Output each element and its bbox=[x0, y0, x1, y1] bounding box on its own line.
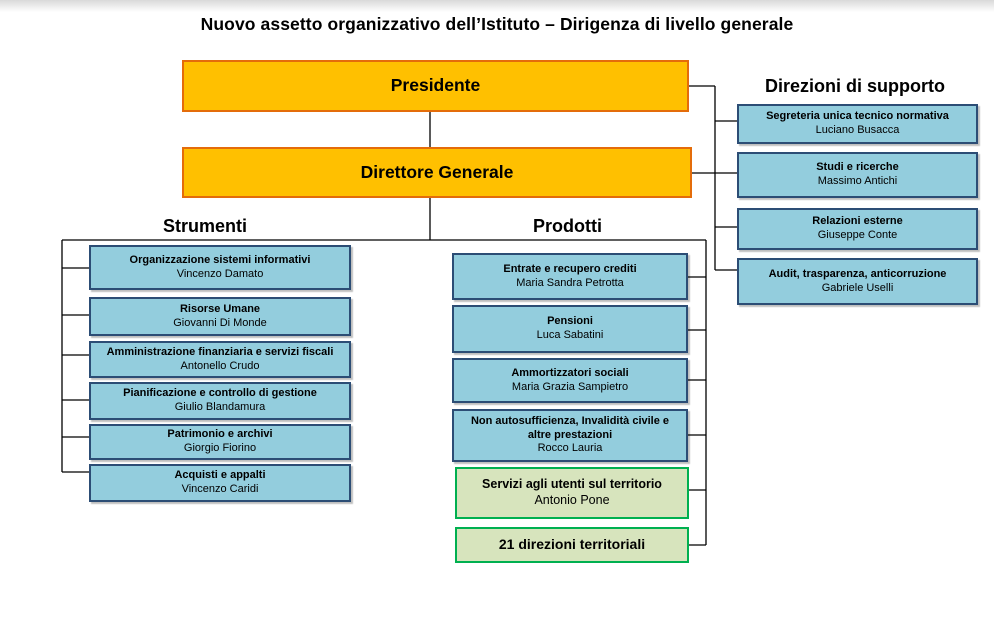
strumenti-box: Patrimonio e archivi Giorgio Fiorino bbox=[89, 424, 351, 460]
unit-person: Maria Grazia Sampietro bbox=[511, 380, 629, 393]
unit-name: Entrate e recupero crediti bbox=[503, 262, 637, 275]
unit-person: Vincenzo Damato bbox=[176, 267, 264, 280]
strumenti-box: Organizzazione sistemi informativi Vince… bbox=[89, 245, 351, 290]
strumenti-box: Pianificazione e controllo di gestione G… bbox=[89, 382, 351, 420]
prodotti-box: Pensioni Luca Sabatini bbox=[452, 305, 688, 353]
unit-person: Vincenzo Caridi bbox=[181, 483, 259, 495]
presidente-label: Presidente bbox=[390, 75, 481, 96]
unit-name: Non autosufficienza, Invalidità civile e… bbox=[470, 414, 670, 441]
supporto-box: Studi e ricerche Massimo Antichi bbox=[737, 152, 978, 198]
unit-person: Massimo Antichi bbox=[817, 175, 898, 187]
unit-name: Pensioni bbox=[547, 315, 593, 328]
unit-name: Patrimonio e archivi bbox=[167, 428, 273, 441]
prodotti-box: Entrate e recupero crediti Maria Sandra … bbox=[452, 253, 688, 300]
unit-name: Pianificazione e controllo di gestione bbox=[123, 387, 317, 400]
unit-person: Antonello Crudo bbox=[180, 359, 260, 372]
prodotti-title: Prodotti bbox=[533, 216, 602, 236]
unit-person: Giovanni Di Monde bbox=[173, 316, 267, 329]
unit-name: Studi e ricerche bbox=[816, 161, 899, 174]
unit-name: 21 direzioni territoriali bbox=[498, 536, 646, 553]
unit-person: Maria Sandra Petrotta bbox=[516, 276, 624, 289]
unit-person: Giorgio Fiorino bbox=[183, 442, 257, 454]
unit-person: Giulio Blandamura bbox=[174, 401, 266, 413]
direttore-generale-box: Direttore Generale bbox=[182, 147, 692, 198]
unit-person: Antonio Pone bbox=[534, 493, 610, 507]
unit-name: Organizzazione sistemi informativi bbox=[129, 253, 311, 266]
supporto-title: Direzioni di supporto bbox=[765, 76, 945, 96]
unit-person: Gabriele Uselli bbox=[821, 281, 894, 294]
supporto-box: Audit, trasparenza, anticorruzione Gabri… bbox=[737, 258, 978, 305]
direzioni-territoriali-box: 21 direzioni territoriali bbox=[455, 527, 689, 563]
strumenti-title: Strumenti bbox=[163, 216, 248, 236]
servizi-territorio-box: Servizi agli utenti sul territorio Anton… bbox=[455, 467, 689, 519]
unit-person: Luca Sabatini bbox=[536, 329, 604, 341]
direttore-generale-label: Direttore Generale bbox=[360, 161, 514, 182]
presidente-box: Presidente bbox=[182, 60, 689, 112]
unit-name: Acquisti e appalti bbox=[174, 469, 266, 482]
prodotti-box: Ammortizzatori sociali Maria Grazia Samp… bbox=[452, 358, 688, 403]
strumenti-box: Risorse Umane Giovanni Di Monde bbox=[89, 297, 351, 336]
supporto-box: Segreteria unica tecnico normativa Lucia… bbox=[737, 104, 978, 144]
prodotti-box: Non autosufficienza, Invalidità civile e… bbox=[452, 409, 688, 462]
unit-name: Audit, trasparenza, anticorruzione bbox=[768, 267, 947, 280]
unit-name: Amministrazione finanziaria e servizi fi… bbox=[106, 345, 334, 358]
unit-name: Servizi agli utenti sul territorio bbox=[482, 477, 662, 492]
strumenti-box: Amministrazione finanziaria e servizi fi… bbox=[89, 341, 351, 378]
unit-person: Rocco Lauria bbox=[537, 442, 603, 455]
page-title: Nuovo assetto organizzativo dell’Istitut… bbox=[200, 14, 794, 34]
unit-name: Relazioni esterne bbox=[812, 215, 903, 228]
header-fade bbox=[0, 0, 994, 12]
unit-person: Giuseppe Conte bbox=[817, 229, 898, 241]
strumenti-box: Acquisti e appalti Vincenzo Caridi bbox=[89, 464, 351, 502]
unit-name: Segreteria unica tecnico normativa bbox=[766, 110, 949, 123]
supporto-box: Relazioni esterne Giuseppe Conte bbox=[737, 208, 978, 250]
unit-person: Luciano Busacca bbox=[815, 124, 900, 136]
unit-name: Risorse Umane bbox=[179, 302, 261, 315]
unit-name: Ammortizzatori sociali bbox=[511, 366, 629, 379]
